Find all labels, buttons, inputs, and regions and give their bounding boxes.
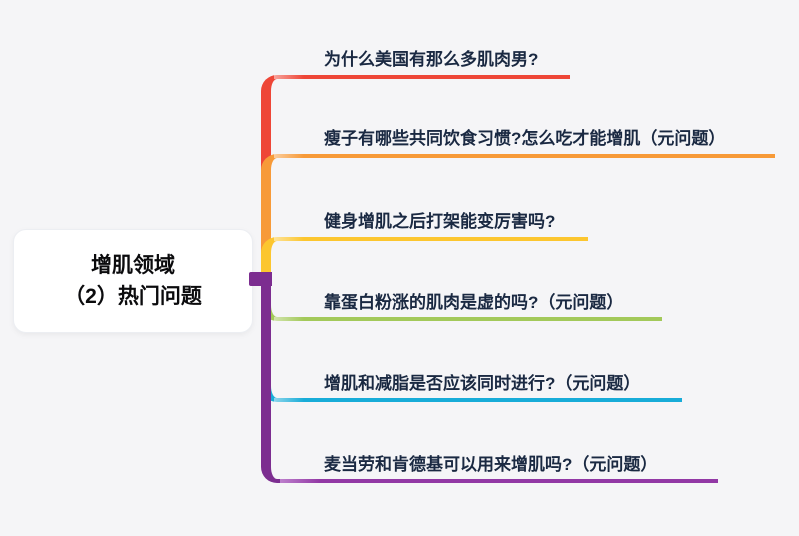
branch-line-1-sheen	[274, 75, 304, 79]
branch-topic-2[interactable]: 瘦子有哪些共同饮食习惯?怎么吃才能增肌（元问题）	[324, 129, 726, 148]
branch-topic-1[interactable]: 为什么美国有那么多肌肉男?	[324, 50, 539, 69]
branch-connector-3	[261, 237, 588, 283]
root-topic-title-line1: 增肌领域	[91, 254, 175, 277]
branch-topic-6[interactable]: 麦当劳和肯德基可以用来增肌吗?（元问题）	[324, 455, 658, 474]
root-trunk-stub	[249, 272, 272, 286]
branch-line-2-sheen	[274, 154, 304, 158]
branch-topic-3[interactable]: 健身增肌之后打架能变厉害吗?	[324, 212, 556, 231]
root-topic-title-line2: （2）热门问题	[64, 285, 202, 308]
branch-topic-5[interactable]: 增肌和减脂是否应该同时进行?（元问题）	[324, 374, 641, 393]
branch-line-5-sheen	[274, 398, 304, 402]
branch-line-3-sheen	[274, 237, 304, 241]
branch-connector-1	[261, 75, 570, 283]
branch-line-4-sheen	[274, 317, 304, 321]
branch-topic-4[interactable]: 靠蛋白粉涨的肌肉是虚的吗?（元问题）	[324, 293, 624, 312]
root-topic-node[interactable]: 增肌领域 （2）热门问题	[13, 229, 253, 333]
branch-line-6-highlight	[280, 479, 718, 483]
